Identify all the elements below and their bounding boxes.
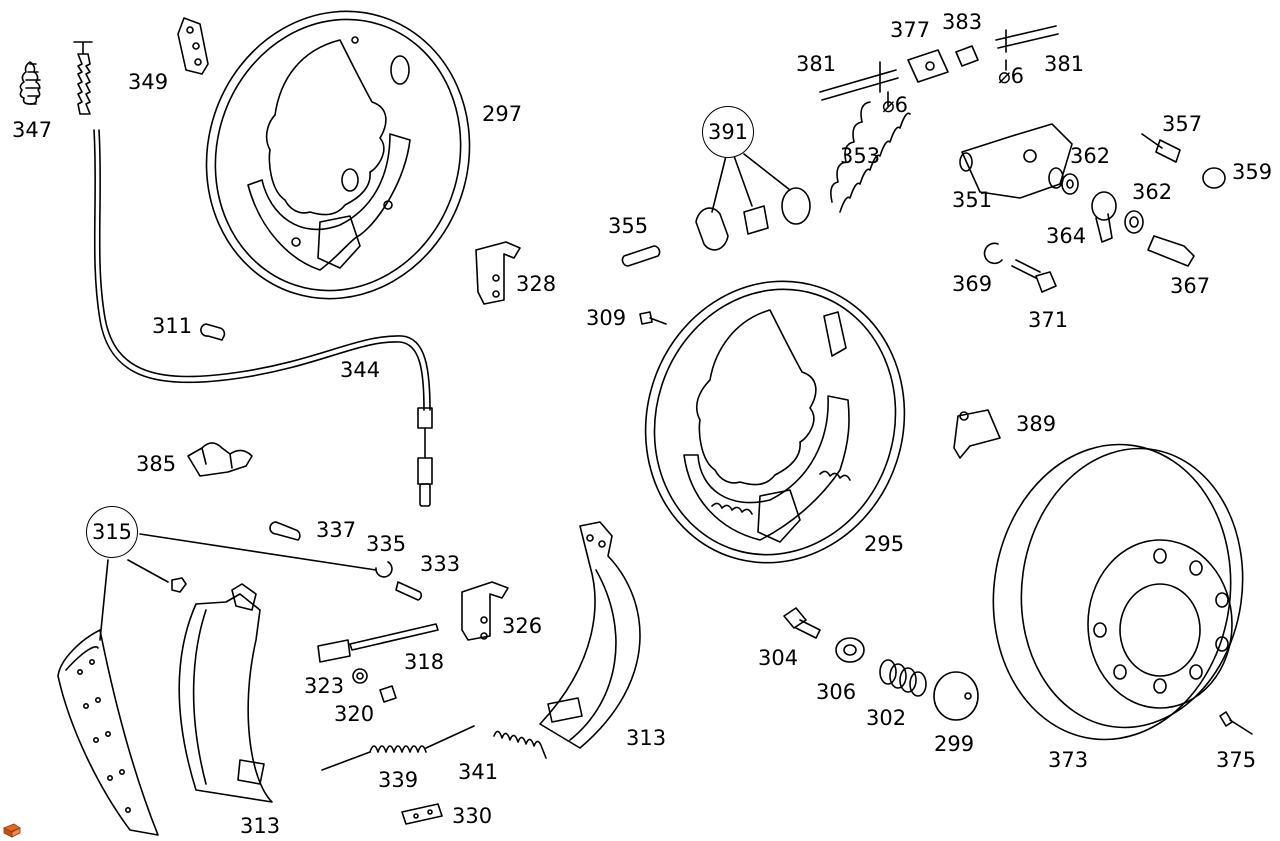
part-344-cable[interactable] (73, 41, 433, 507)
callout-339[interactable]: 339 (378, 768, 419, 792)
part-362-washer-a[interactable] (1061, 173, 1079, 195)
callout-335[interactable]: 335 (366, 532, 407, 556)
callout-353[interactable]: 353 (840, 144, 881, 168)
part-347-boot[interactable] (19, 61, 41, 105)
group-315-leaders (99, 533, 377, 641)
callout-362-b[interactable]: 362 (1132, 180, 1173, 204)
callout-357[interactable]: 357 (1162, 112, 1203, 136)
callout-320[interactable]: 320 (334, 702, 375, 726)
callout-385[interactable]: 385 (136, 452, 177, 476)
brand-logo-icon (3, 823, 21, 838)
callout-389[interactable]: 389 (1016, 412, 1057, 436)
callout-351[interactable]: 351 (952, 188, 993, 212)
callout-369[interactable]: 369 (952, 272, 993, 296)
callout-383[interactable]: 383 (942, 10, 983, 34)
part-323-nut[interactable] (352, 668, 368, 684)
part-349-bracket[interactable] (177, 17, 209, 75)
callout-381-right[interactable]: 381 (1044, 52, 1085, 76)
callout-311[interactable]: 311 (152, 314, 193, 338)
part-369-clip[interactable] (983, 242, 1003, 265)
callout-377[interactable]: 377 (890, 18, 931, 42)
part-389-cap[interactable] (953, 409, 1001, 459)
part-385-clip[interactable] (187, 442, 253, 477)
part-297-backing-plate[interactable] (170, 0, 507, 333)
part-328-lever[interactable] (475, 241, 521, 305)
part-315-lining[interactable] (57, 577, 187, 836)
part-355-pin[interactable] (621, 245, 661, 267)
part-326-lever[interactable] (461, 581, 509, 641)
part-320-bolt[interactable] (379, 685, 397, 703)
part-339-spring[interactable] (321, 725, 475, 771)
callout-349[interactable]: 349 (128, 70, 169, 94)
callout-381-left[interactable]: 381 (796, 52, 837, 76)
part-335-clip[interactable] (375, 561, 393, 578)
part-309-screw[interactable] (639, 311, 667, 325)
part-364-banjo[interactable] (1091, 191, 1117, 243)
callout-373[interactable]: 373 (1048, 748, 1089, 772)
callout-295[interactable]: 295 (864, 532, 905, 556)
dimension-pipe-diameter-left: ⌀6 (882, 93, 909, 117)
callout-347[interactable]: 347 (12, 118, 53, 142)
part-353-spring[interactable] (830, 101, 911, 213)
group-callout-391[interactable]: 391 (702, 106, 754, 158)
part-295-backing-plate[interactable] (609, 247, 940, 596)
part-362-washer-b[interactable] (1124, 210, 1144, 234)
part-341-spring[interactable] (493, 730, 547, 759)
callout-330[interactable]: 330 (452, 804, 493, 828)
part-306-washer[interactable] (835, 637, 865, 663)
part-373-brake-drum[interactable] (975, 429, 1261, 755)
callout-333[interactable]: 333 (420, 552, 461, 576)
part-313-shoe-left[interactable] (178, 583, 273, 803)
part-381-pipes[interactable] (819, 25, 1059, 107)
part-359-cap[interactable] (1202, 167, 1226, 189)
callout-323[interactable]: 323 (304, 674, 345, 698)
part-313-shoe-right[interactable] (539, 521, 641, 749)
callout-344[interactable]: 344 (340, 358, 381, 382)
callout-306[interactable]: 306 (816, 680, 857, 704)
part-318-strut[interactable] (317, 623, 439, 663)
part-337-pin[interactable] (269, 521, 301, 541)
callout-359[interactable]: 359 (1232, 160, 1273, 184)
part-367-bolt[interactable] (1147, 235, 1195, 267)
callout-318[interactable]: 318 (404, 650, 445, 674)
callout-313-right[interactable]: 313 (626, 726, 667, 750)
callout-297[interactable]: 297 (482, 102, 523, 126)
callout-299[interactable]: 299 (934, 732, 975, 756)
part-391-kit[interactable] (695, 187, 811, 251)
callout-375[interactable]: 375 (1216, 748, 1257, 772)
part-351-wheel-cylinder[interactable] (959, 123, 1073, 199)
part-377-tee[interactable] (907, 49, 949, 83)
callout-364[interactable]: 364 (1046, 224, 1087, 248)
callout-367[interactable]: 367 (1170, 274, 1211, 298)
callout-362-a[interactable]: 362 (1070, 144, 1111, 168)
callout-341[interactable]: 341 (458, 760, 499, 784)
callout-326[interactable]: 326 (502, 614, 543, 638)
callout-371[interactable]: 371 (1028, 308, 1069, 332)
part-299-cup[interactable] (933, 671, 979, 721)
part-375-screw[interactable] (1219, 711, 1253, 735)
callout-309[interactable]: 309 (586, 306, 627, 330)
callout-355[interactable]: 355 (608, 214, 649, 238)
callout-302[interactable]: 302 (866, 706, 907, 730)
part-304-bolt[interactable] (783, 607, 821, 639)
part-311-plug[interactable] (200, 323, 226, 341)
group-391-leaders (711, 153, 791, 213)
part-330-block[interactable] (401, 803, 443, 825)
part-371-bolt[interactable] (1011, 259, 1057, 293)
part-383-fitting[interactable] (955, 45, 979, 67)
part-333-adjuster[interactable] (395, 581, 423, 601)
callout-328[interactable]: 328 (516, 272, 557, 296)
part-302-spring[interactable] (879, 659, 927, 697)
part-357-bleeder[interactable] (1141, 133, 1181, 163)
group-callout-315[interactable]: 315 (86, 506, 138, 558)
dimension-pipe-diameter-right: ⌀6 (998, 64, 1025, 88)
callout-313-left[interactable]: 313 (240, 814, 281, 838)
callout-304[interactable]: 304 (758, 646, 799, 670)
callout-337[interactable]: 337 (316, 518, 357, 542)
